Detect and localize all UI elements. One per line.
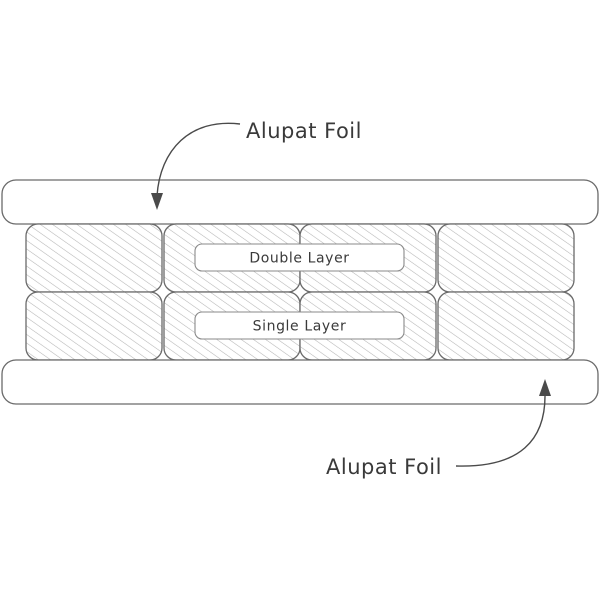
bottom-foil-panel	[1, 359, 599, 405]
top-foil-arrow-head	[151, 193, 163, 210]
single-layer-pill	[194, 311, 405, 340]
top-foil-panel	[1, 179, 599, 225]
bottom-foil-arrow	[455, 392, 546, 467]
layer-cell	[25, 291, 163, 361]
bottom-foil-label: Alupat Foil	[326, 455, 442, 479]
layer-cell	[437, 291, 575, 361]
top-foil-label: Alupat Foil	[246, 119, 362, 143]
top-foil-arrow	[156, 122, 241, 197]
double-layer-pill	[194, 243, 405, 272]
double-layer-label: Double Layer	[249, 251, 349, 267]
layer-cell	[437, 223, 575, 293]
layer-cell	[25, 223, 163, 293]
bottom-foil-arrow-head	[539, 379, 551, 396]
single-layer-label: Single Layer	[253, 319, 347, 335]
